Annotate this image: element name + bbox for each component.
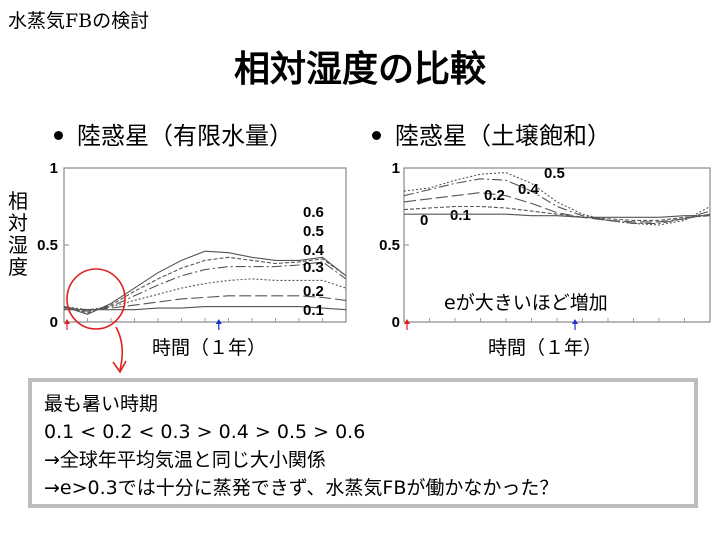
y-axis-title-char: 度 [8,255,28,279]
bullet-left-text: 陸惑星（有限水量） [77,122,293,150]
marker-head [572,319,578,324]
chart-left: 0 0.5 1 0.6 0.5 0.40.3 0.2 0.1 [37,160,347,330]
x-axis-title-right: 時間（１年） [488,337,603,359]
summary-box: 最も暑い時期 0.1 < 0.2 < 0.3 > 0.4 > 0.5 > 0.6… [28,378,698,508]
callout-arrowhead-icon [112,360,127,374]
summary-line: 最も暑い時期 [44,393,159,415]
y-tick-label: 1 [392,160,400,177]
period-marker-icon [64,319,70,330]
series-line [63,295,347,311]
y-axis-title-char: 相 [8,189,28,213]
period-marker-icon [572,319,578,330]
summary-line: →e>0.3では十分に蒸発できず、水蒸気FBが働かなかった？ [44,477,559,499]
bullet-right: 陸惑星（土壌飽和） [372,116,611,151]
series-line [403,178,711,224]
callout-arrow-icon [115,326,124,371]
series-label: 0.2 [484,187,505,204]
series-label: 0.1 [450,207,471,224]
y-tick-label: 0.5 [379,237,400,254]
series-line [403,205,711,221]
series-label: 0.3 [303,259,324,276]
series-line [63,278,347,311]
marker-head [404,319,410,324]
right-chart-note: eが大きいほど増加 [444,292,608,314]
y-axis-title-char: 対 [8,211,28,235]
y-axis-title-char: 湿 [8,233,28,257]
bullet-dot-icon [372,130,381,140]
series-label: 0.6 [303,204,324,221]
series-label: 0.4 [303,242,325,259]
summary-line: →全球年平均気温と同じ大小関係 [44,449,326,471]
series-line [404,213,710,218]
x-axis-title-left: 時間（１年） [152,337,267,359]
series-label: 0.1 [303,302,324,319]
series-label: 0.2 [303,283,324,300]
period-marker-icon [404,319,410,330]
y-tick-label: 0.5 [37,237,58,254]
series-label: 0 [420,212,428,229]
bullet-right-text: 陸惑星（土壌飽和） [395,122,611,150]
y-tick-label: 0 [392,314,400,330]
y-tick-label: 1 [50,160,58,177]
y-tick-label: 0 [50,314,58,330]
period-marker-icon [215,319,222,330]
bullet-dot-icon [54,130,63,140]
series-line [403,192,711,223]
marker-head [215,319,222,324]
slide-title: 相対湿度の比較 [233,49,486,90]
series-label: 0.5 [303,223,324,240]
corner-title: 水蒸気FBの検討 [8,10,150,32]
y-axis-title: 相 対 湿 度 [8,190,30,278]
bullet-left: 陸惑星（有限水量） [54,116,293,151]
series-line [63,261,347,312]
series-line [403,172,711,226]
summary-line: 0.1 < 0.2 < 0.3 > 0.4 > 0.5 > 0.6 [44,421,366,443]
series-label: 0.5 [544,165,565,182]
series-label: 0.4 [518,181,540,198]
